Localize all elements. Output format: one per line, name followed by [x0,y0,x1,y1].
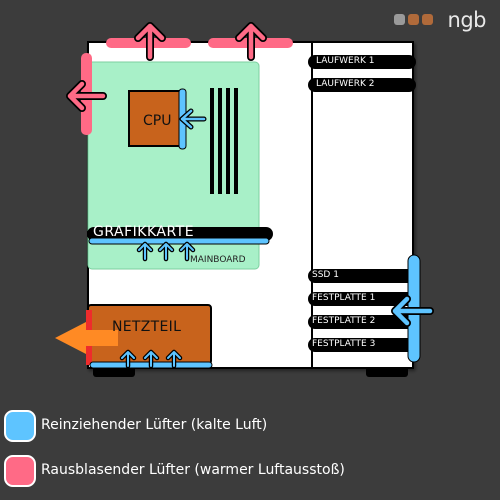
psu-label: NETZTEIL [112,319,182,335]
gpu-label: GRAFIKKARTE [93,224,195,240]
drive-bay-bar [308,78,416,92]
ram-slots [210,88,238,194]
bay-label-laufwerk-1: LAUFWERK 1 [316,56,375,66]
logo-dot-1 [394,14,405,25]
legend-exhaust-label: Rausblasender Lüfter (warmer Luftausstoß… [41,462,345,478]
bay-label-laufwerk-2: LAUFWERK 2 [316,79,375,89]
drive-bay-bar [308,338,416,352]
bay-label-ssd-1: SSD 1 [312,270,339,280]
mainboard-label: MAINBOARD [190,255,246,265]
gpu-intake-arrows [136,241,196,262]
ram-slot [218,88,222,194]
psu-exhaust-arrow-icon [55,322,118,354]
logo-dot-2 [408,14,419,25]
psu-intake-arrows [119,349,183,369]
ngb-logo: ngb [447,8,487,32]
legend-exhaust-swatch [4,455,36,487]
legend-intake-swatch [4,410,36,442]
bay-label-festplatte-1: FESTPLATTE 1 [312,293,376,303]
cpu-label: CPU [143,113,172,129]
drive-bays [308,55,416,352]
drive-bay-bar [308,315,416,329]
gpu-fan-intake [88,237,270,245]
ram-slot [226,88,230,194]
drive-bay-bar [308,55,416,69]
drive-bay-bar [308,292,416,306]
bay-label-festplatte-2: FESTPLATTE 2 [312,316,376,326]
bay-label-festplatte-3: FESTPLATTE 3 [312,339,376,349]
ram-slot [234,88,238,194]
logo-dot-3 [422,14,433,25]
ram-slot [210,88,214,194]
logo-dots [394,14,433,25]
legend-intake-label: Reinziehender Lüfter (kalte Luft) [41,417,268,433]
drive-bay-bar [308,269,416,283]
